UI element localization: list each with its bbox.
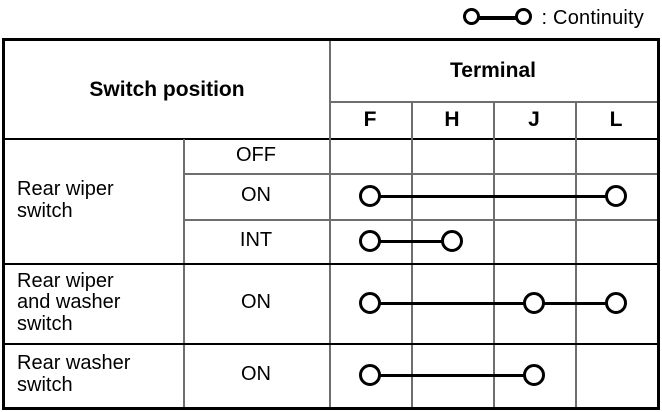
terminal-column-header-l: L xyxy=(609,107,623,131)
grid-line xyxy=(575,101,577,407)
continuity-node-right-icon xyxy=(514,8,532,25)
grid-line xyxy=(183,219,657,221)
continuity-symbol-icon xyxy=(462,8,535,28)
switch-position-header: Switch position xyxy=(89,77,245,101)
continuity-bar-icon xyxy=(476,16,523,20)
switch-position-2-1: ON xyxy=(241,291,271,314)
switch-position-1-2: ON xyxy=(241,184,271,207)
legend-label: : Continuity xyxy=(541,6,644,29)
grid-line xyxy=(5,263,657,265)
continuity-legend: : Continuity xyxy=(0,0,662,36)
grid-line xyxy=(411,101,413,407)
grid-line xyxy=(183,139,185,407)
terminal-column-header-j: J xyxy=(528,107,540,131)
grid-line xyxy=(329,41,331,407)
terminal-column-header-h: H xyxy=(444,107,460,131)
grid-line xyxy=(183,173,657,175)
switch-position-1-3: INT xyxy=(239,229,273,252)
grid-line xyxy=(5,343,657,345)
switch-position-3-1: ON xyxy=(241,363,271,386)
terminal-column-header-f: F xyxy=(363,107,377,131)
table-gridlines xyxy=(5,41,657,407)
terminal-header: Terminal xyxy=(450,58,536,82)
switch-position-1-1: OFF xyxy=(236,144,276,167)
grid-line xyxy=(493,101,495,407)
grid-line xyxy=(5,138,657,140)
